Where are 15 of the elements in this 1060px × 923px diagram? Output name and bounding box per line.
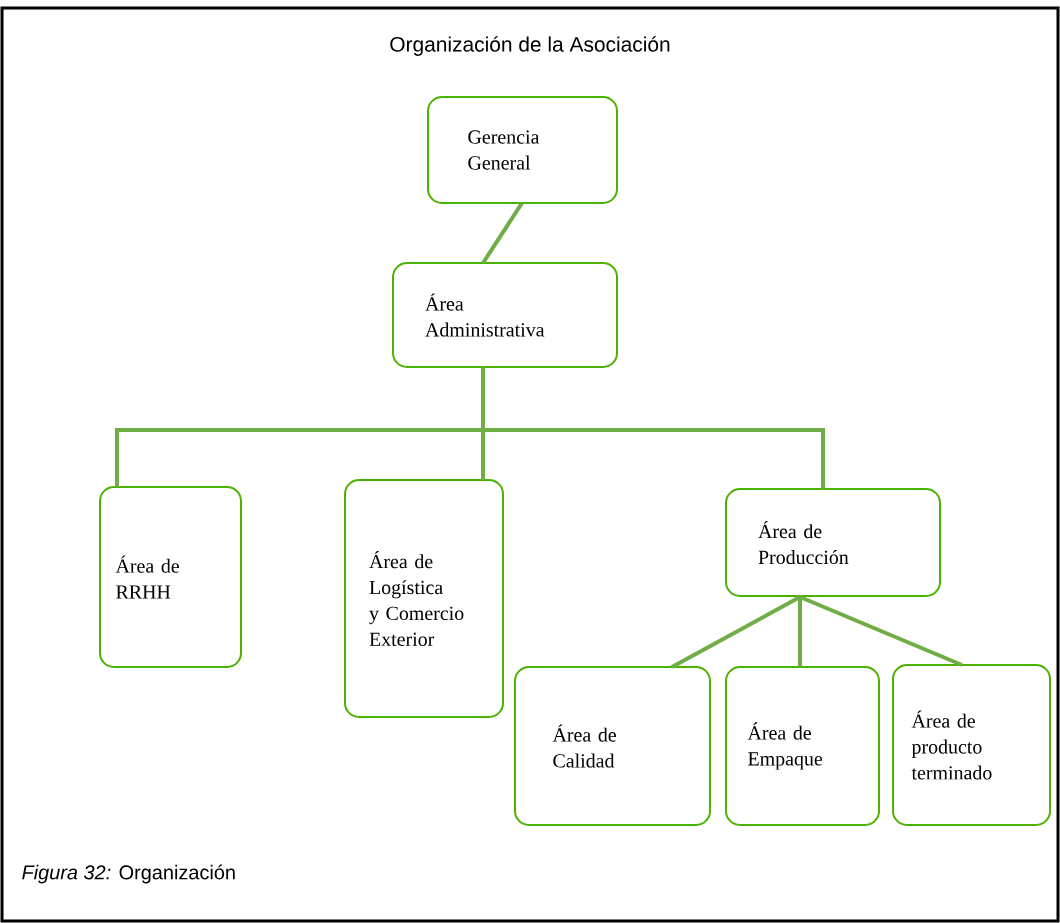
connector (481, 201, 524, 265)
connector (481, 367, 825, 489)
caption: Figura 32: Organización (22, 864, 235, 884)
connector (798, 597, 802, 667)
org-box: Gerencia General (427, 96, 618, 204)
org-box: Área de producto terminado (892, 664, 1051, 826)
connector (799, 595, 963, 667)
org-box: Área de RRHH (99, 486, 242, 668)
org-box: Área de Empaque (725, 666, 880, 826)
title: Organización de la Asociación (390, 36, 670, 56)
connector (671, 595, 801, 669)
org-box: Área Administrativa (392, 262, 618, 368)
org-box: Área de Logística y Comercio Exterior (344, 479, 504, 718)
org-box: Área de Calidad (514, 666, 711, 826)
org-box: Área de Producción (725, 488, 941, 597)
